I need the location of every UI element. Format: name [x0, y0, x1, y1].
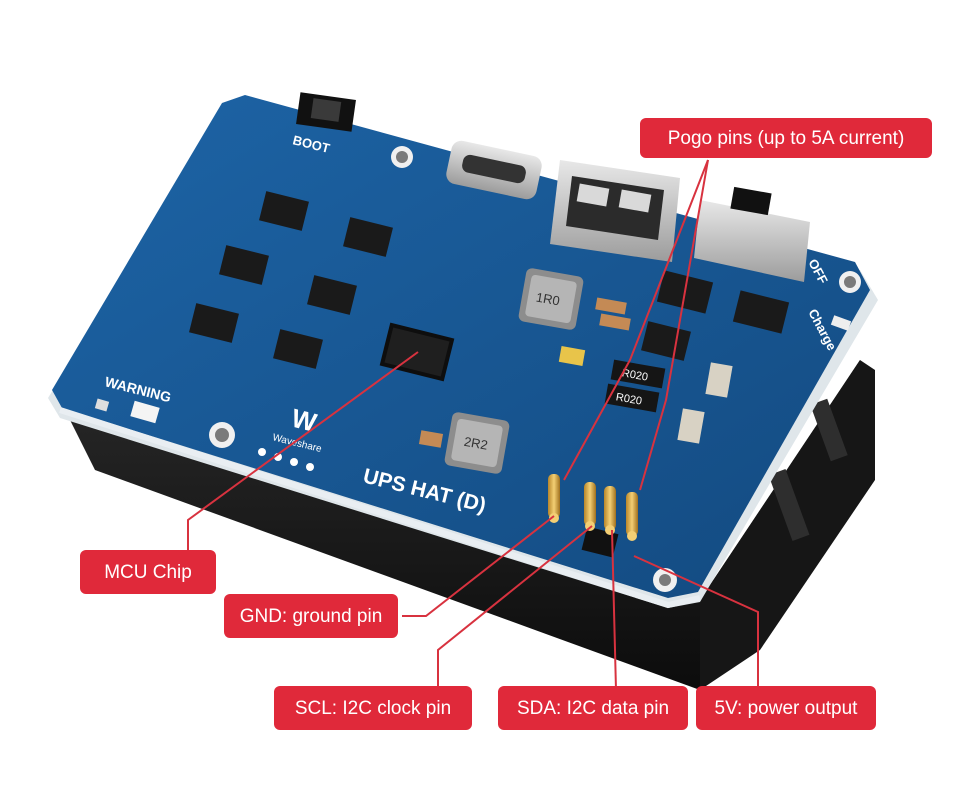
mounting-holes	[209, 146, 861, 592]
callout-pogo-pins: Pogo pins (up to 5A current)	[640, 118, 932, 158]
inductor-top-label: 1R0	[535, 290, 561, 309]
callout-gnd-pin: GND: ground pin	[224, 594, 398, 638]
callout-5v-pin: 5V: power output	[696, 686, 876, 730]
usb-c-port	[446, 140, 542, 200]
leader-lines	[187, 159, 759, 691]
sense-resistors: R020 R020	[604, 359, 666, 413]
battery-case	[70, 360, 875, 690]
resistor-b-label: R020	[615, 391, 643, 407]
soic-chips	[189, 191, 790, 369]
inductor-bottom-label: 2R2	[463, 434, 489, 453]
resistor-a-label: R020	[621, 367, 649, 383]
usb-a-port	[550, 160, 680, 262]
inductor-2r2: 2R2	[444, 412, 510, 474]
inductor-1r0: 1R0	[518, 268, 584, 330]
callout-scl-pin: SCL: I2C clock pin	[274, 686, 472, 730]
capacitors	[418, 297, 733, 448]
callout-mcu-chip: MCU Chip	[80, 550, 216, 594]
callout-sda-pin: SDA: I2C data pin	[498, 686, 688, 730]
pogo-pins	[548, 474, 638, 558]
